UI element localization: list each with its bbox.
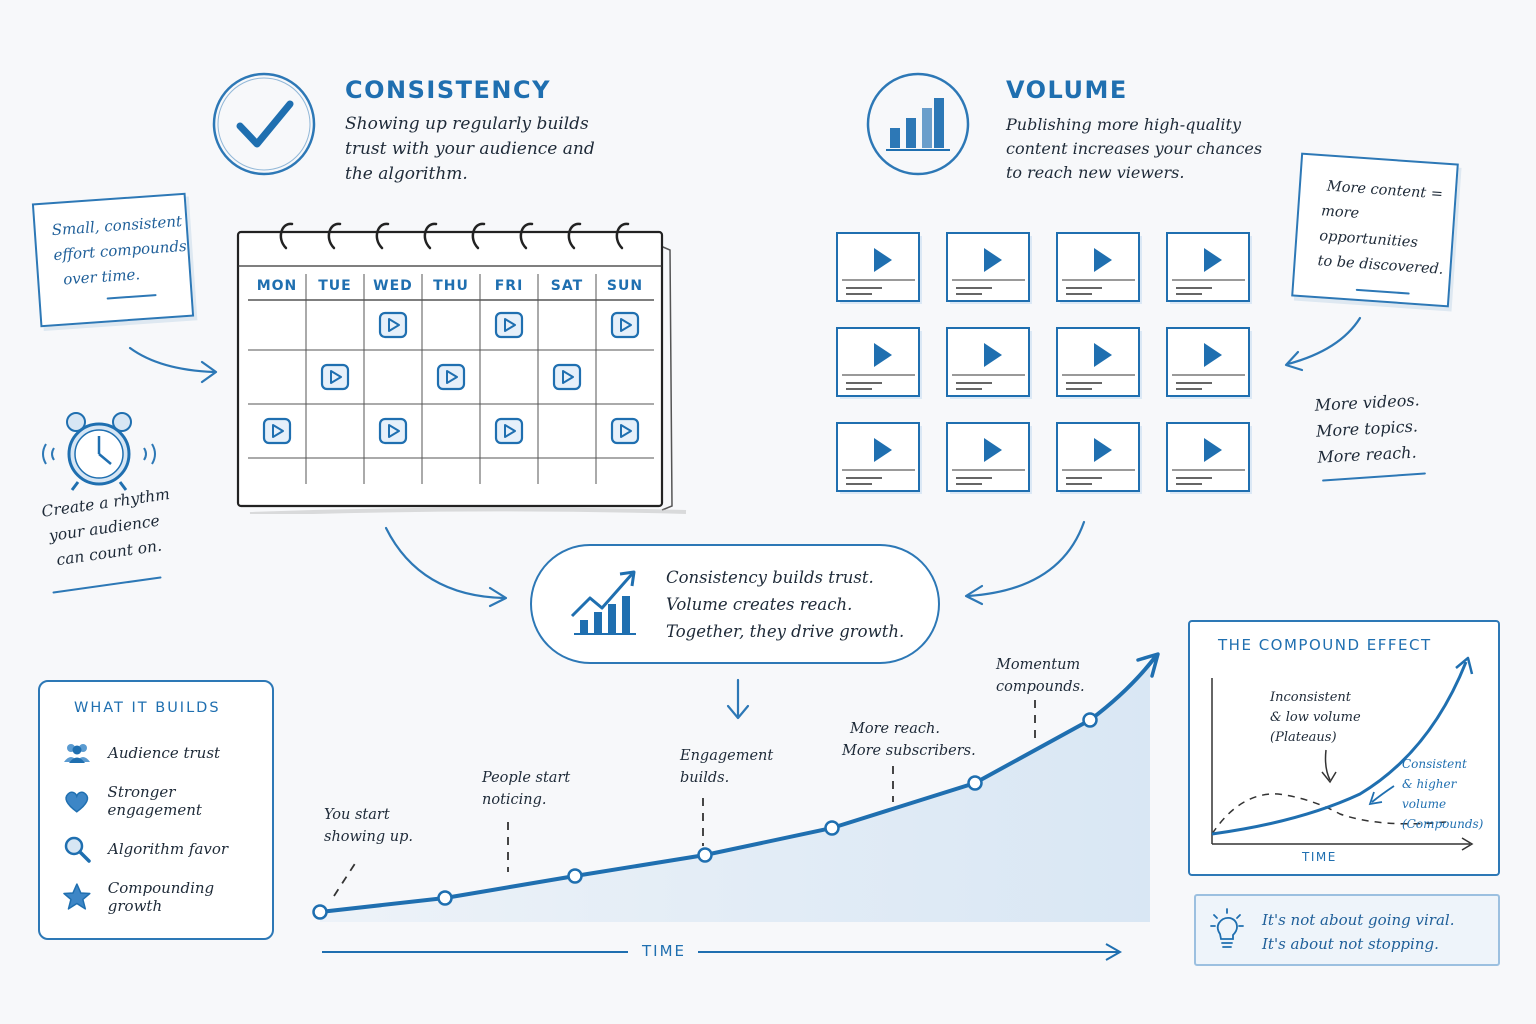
day-tue: TUE <box>318 278 352 294</box>
video-thumbnail <box>836 232 924 306</box>
lightbulb-icon <box>1210 908 1244 948</box>
compound-time-label: TIME <box>1302 850 1337 864</box>
calendar-video-marker <box>320 363 350 391</box>
summary-line-3: Together, they drive growth. <box>666 622 905 641</box>
magnifier-icon <box>64 836 91 863</box>
compound-effect-card: THE COMPOUND EFFECT Inconsistent & low v… <box>1188 620 1500 876</box>
arrow-note-to-grid <box>1286 316 1362 366</box>
calendar-video-marker <box>610 417 640 445</box>
volume-title: VOLUME <box>1006 76 1128 104</box>
build-item-audience-trust: Audience trust <box>62 738 220 768</box>
summary-line-1: Consistency builds trust. <box>666 568 874 587</box>
growth-points <box>312 712 1098 920</box>
tip-line-1: It's not about going viral. <box>1262 911 1455 929</box>
video-thumbnail <box>1056 422 1144 496</box>
consistency-description: Showing up regularly builds trust with y… <box>345 114 595 184</box>
tip-box: It's not about going viral. It's about n… <box>1194 894 1500 966</box>
tip-line-2: It's about not stopping. <box>1262 935 1439 953</box>
calendar-video-marker <box>436 363 466 391</box>
day-wed: WED <box>373 278 413 294</box>
calendar-video-marker <box>378 417 408 445</box>
calendar-video-marker <box>262 417 292 445</box>
consistent-label: Consistent & higher volume (Compounds) <box>1402 757 1484 831</box>
video-grid <box>836 232 1256 502</box>
star-icon <box>63 883 91 910</box>
compound-mini-chart <box>1211 656 1474 851</box>
arrow-note-to-calendar <box>128 346 216 374</box>
day-sat: SAT <box>550 278 584 294</box>
weekly-calendar: MON TUE WED THU FRI SAT SUN <box>230 214 690 516</box>
milestone-leaders <box>333 700 1036 897</box>
video-thumbnail <box>1056 232 1144 306</box>
summary-pill: Consistency builds trust. Volume creates… <box>530 544 940 664</box>
time-axis-label: TIME <box>642 942 687 960</box>
video-thumbnail <box>1166 232 1254 306</box>
day-sun: SUN <box>606 278 644 294</box>
video-thumbnail <box>1056 327 1144 401</box>
bar-chart-circle-icon <box>866 72 970 176</box>
build-item-algorithm: Algorithm favor <box>62 834 228 864</box>
calendar-video-marker <box>552 363 582 391</box>
build-item-engagement: Stronger engagement <box>62 783 272 819</box>
calendar-video-marker <box>378 311 408 339</box>
heart-icon <box>65 791 89 813</box>
video-thumbnail <box>946 232 1034 306</box>
day-mon: MON <box>256 278 298 294</box>
arrow-grid-to-center <box>966 520 1086 598</box>
alarm-clock-icon <box>42 412 156 491</box>
volume-icon-wrap <box>864 70 972 178</box>
video-thumbnail <box>1166 422 1254 496</box>
calendar-video-marker <box>494 311 524 339</box>
people-icon <box>64 744 90 763</box>
video-thumbnail <box>836 422 924 496</box>
video-thumbnail <box>836 327 924 401</box>
summary-line-2: Volume creates reach. <box>666 595 853 614</box>
alarm-clock-wrap <box>34 408 164 496</box>
arrow-calendar-to-center <box>384 526 506 600</box>
compound-curve <box>1211 661 1468 836</box>
video-thumbnail <box>1166 327 1254 401</box>
volume-description: Publishing more high-quality content inc… <box>1006 115 1263 182</box>
growth-area <box>320 660 1150 922</box>
build-item-compounding: Compounding growth <box>62 879 272 915</box>
day-fri: FRI <box>494 278 524 294</box>
checkmark-circle-icon <box>212 72 316 176</box>
consistency-icon-wrap <box>210 70 318 178</box>
day-thu: THU <box>433 278 469 294</box>
what-it-builds-title: WHAT IT BUILDS <box>74 700 221 716</box>
video-thumbnail <box>946 327 1034 401</box>
video-thumbnail <box>946 422 1034 496</box>
growth-chart-icon <box>570 570 636 635</box>
what-it-builds-card: WHAT IT BUILDS Audience trust Stronger e… <box>38 680 274 940</box>
calendar-video-marker <box>494 417 524 445</box>
consistency-title: CONSISTENCY <box>345 76 551 104</box>
compound-effect-title: THE COMPOUND EFFECT <box>1218 636 1432 654</box>
plateau-curve <box>1211 793 1447 835</box>
milestone-4: More reach.More subscribers. <box>842 721 976 759</box>
inconsistent-label: Inconsistent & low volume (Plateaus) <box>1270 690 1361 745</box>
calendar-video-marker <box>610 311 640 339</box>
